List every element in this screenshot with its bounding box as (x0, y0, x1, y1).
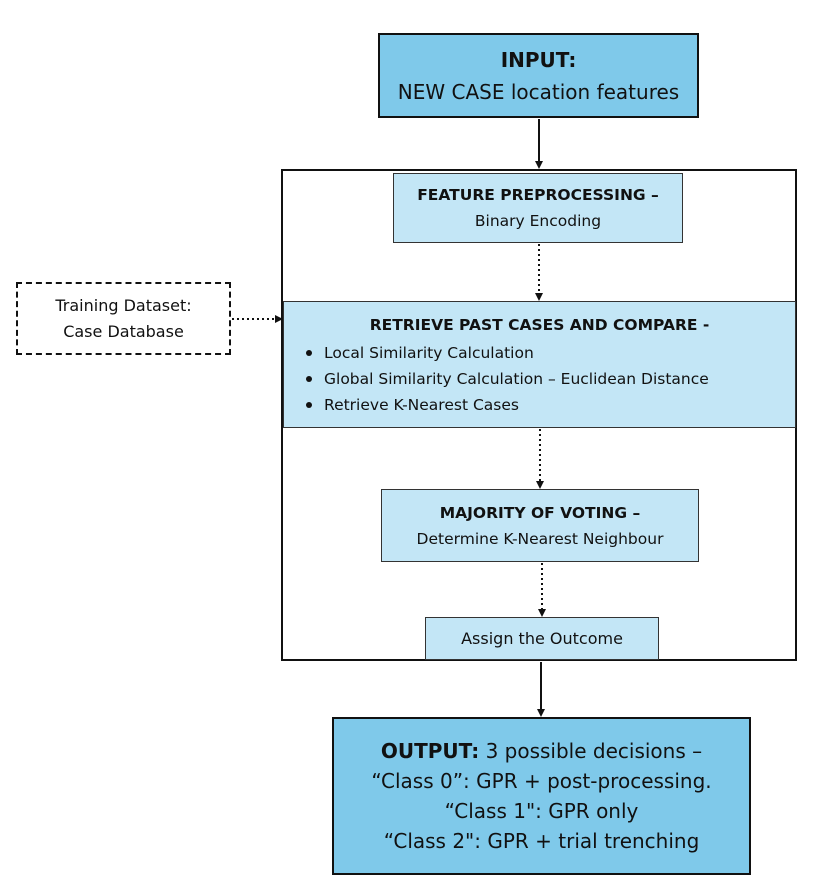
bullet-icon (306, 375, 312, 382)
output-line2: “Class 0”: GPR + post-processing. (371, 769, 712, 793)
training-dataset-box: Training Dataset: Case Database (16, 282, 231, 355)
voting-box: MAJORITY OF VOTING – Determine K-Nearest… (381, 489, 699, 562)
input-title: INPUT: (500, 47, 577, 72)
output-line1-rest: 3 possible decisions – (479, 739, 703, 763)
assign-text: Assign the Outcome (461, 629, 623, 648)
list-item-label: Global Similarity Calculation – Euclidea… (324, 369, 709, 388)
input-box: INPUT: NEW CASE location features (378, 33, 699, 118)
preprocessing-title: FEATURE PREPROCESSING – (417, 186, 659, 204)
output-line1: OUTPUT: 3 possible decisions – (381, 736, 702, 766)
retrieve-title: RETRIEVE PAST CASES AND COMPARE - (369, 315, 710, 334)
output-line4: “Class 2": GPR + trial trenching (383, 829, 700, 853)
assign-outcome-box: Assign the Outcome (425, 617, 659, 660)
bullet-icon (306, 401, 312, 408)
bullet-icon (306, 349, 312, 356)
retrieve-list: Local Similarity Calculation Global Simi… (284, 340, 795, 418)
list-item-label: Local Similarity Calculation (324, 343, 534, 362)
voting-text: Determine K-Nearest Neighbour (416, 529, 664, 548)
training-line1: Training Dataset: (55, 295, 192, 315)
output-line3: “Class 1": GPR only (444, 799, 639, 823)
output-title: OUTPUT: (380, 739, 480, 763)
list-item: Retrieve K-Nearest Cases (306, 392, 795, 418)
list-item: Local Similarity Calculation (306, 340, 795, 366)
process-container (281, 169, 797, 661)
voting-title: MAJORITY OF VOTING – (439, 503, 641, 522)
preprocessing-text: Binary Encoding (474, 212, 602, 230)
input-text: NEW CASE location features (397, 79, 680, 104)
training-line2: Case Database (63, 321, 184, 341)
preprocessing-box: FEATURE PREPROCESSING – Binary Encoding (393, 173, 683, 243)
list-item-label: Retrieve K-Nearest Cases (324, 395, 519, 414)
list-item: Global Similarity Calculation – Euclidea… (306, 366, 795, 392)
output-box: OUTPUT: 3 possible decisions – “Class 0”… (332, 717, 751, 875)
retrieve-box: RETRIEVE PAST CASES AND COMPARE - Local … (283, 301, 796, 428)
